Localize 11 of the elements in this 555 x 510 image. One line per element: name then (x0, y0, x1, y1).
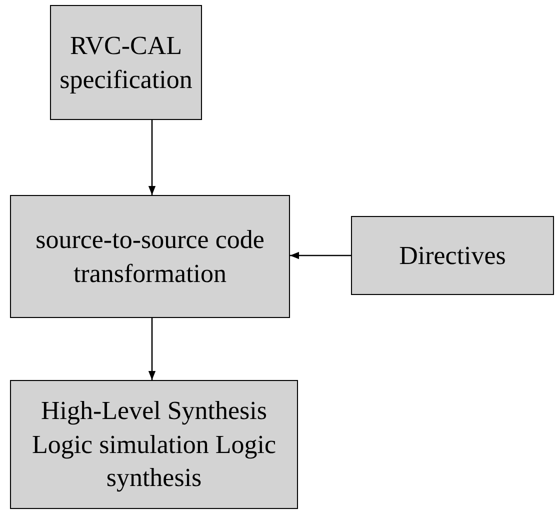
process-box (10, 195, 290, 318)
arrow (148, 318, 156, 380)
box-label: Directives (399, 240, 506, 272)
arrow (290, 252, 351, 260)
box-label: source-to-source code transformation (34, 224, 266, 290)
box-label: RVC-CAL specification (59, 30, 193, 96)
process-box (50, 5, 202, 120)
process-box (351, 216, 554, 295)
process-box (10, 380, 298, 509)
arrow (148, 120, 156, 195)
box-label: High-Level Synthesis Logic simulation Logic synthesis (30, 394, 278, 494)
